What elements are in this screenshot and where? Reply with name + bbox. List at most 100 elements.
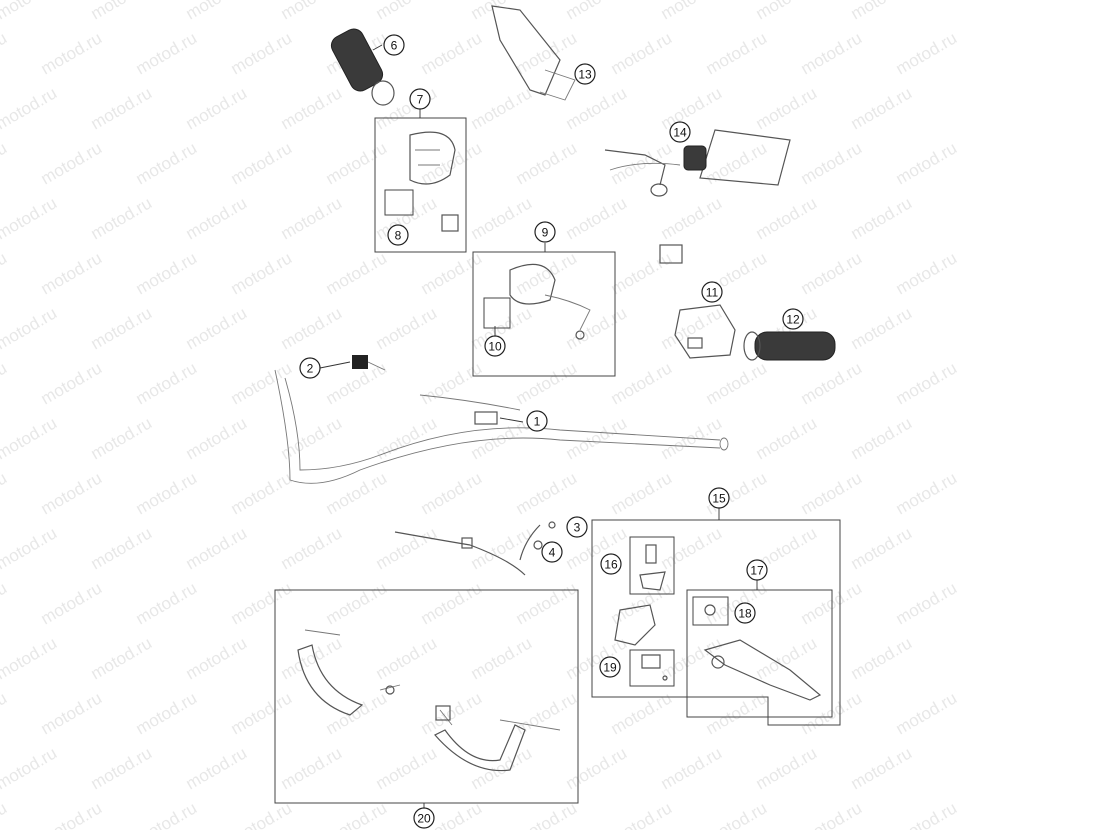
watermark-text: motod.ru xyxy=(658,633,726,683)
watermark-text: motod.ru xyxy=(88,523,156,573)
watermark-text: motod.ru xyxy=(88,413,156,463)
part-grip-left[interactable] xyxy=(328,26,395,106)
callout-6[interactable]: 6 xyxy=(383,34,405,56)
callout-15[interactable]: 15 xyxy=(708,487,730,509)
callout-13[interactable]: 13 xyxy=(574,63,596,85)
watermark-text: motod.ru xyxy=(323,688,391,738)
watermark-text: motod.ru xyxy=(323,138,391,188)
part-throttle-housing[interactable] xyxy=(674,304,736,359)
callout-label: 8 xyxy=(395,229,402,243)
watermark-text: motod.ru xyxy=(848,413,916,463)
watermark-text: motod.ru xyxy=(228,28,296,78)
watermark-text: motod.ru xyxy=(0,633,60,683)
watermark-text: motod.ru xyxy=(278,743,346,793)
callout-circle xyxy=(599,656,621,678)
watermark-text: motod.ru xyxy=(848,193,916,243)
watermark-text: motod.ru xyxy=(893,248,961,298)
watermark-text: motod.ru xyxy=(418,28,486,78)
callout-9[interactable]: 9 xyxy=(534,221,556,243)
part-bolts[interactable] xyxy=(639,544,666,591)
watermark-text: motod.ru xyxy=(38,578,106,628)
box-handguards xyxy=(274,589,579,804)
watermark-text: motod.ru xyxy=(468,0,536,23)
part-small-hardware[interactable] xyxy=(641,654,668,681)
watermark-text: motod.ru xyxy=(468,83,536,133)
watermark-text: motod.ru xyxy=(373,413,441,463)
watermark-text: motod.ru xyxy=(0,138,10,188)
watermark-text: motod.ru xyxy=(753,83,821,133)
part-handlebar[interactable] xyxy=(274,369,729,484)
watermark-text: motod.ru xyxy=(0,743,60,793)
part-cable[interactable] xyxy=(394,521,556,576)
callout-4[interactable]: 4 xyxy=(541,541,563,563)
callout-14[interactable]: 14 xyxy=(669,121,691,143)
callout-7[interactable]: 7 xyxy=(409,88,431,110)
watermark-text: motod.ru xyxy=(183,0,251,23)
callout-19[interactable]: 19 xyxy=(599,656,621,678)
callout-label: 12 xyxy=(786,313,800,327)
watermark-text: motod.ru xyxy=(228,578,296,628)
callout-8[interactable]: 8 xyxy=(387,224,409,246)
watermark-text: motod.ru xyxy=(38,798,106,830)
part-mirror-right[interactable] xyxy=(604,129,791,197)
callout-circle xyxy=(669,121,691,143)
callout-circle xyxy=(541,541,563,563)
callout-17[interactable]: 17 xyxy=(746,559,768,581)
watermark-text: motod.ru xyxy=(893,688,961,738)
watermark-text: motod.ru xyxy=(468,193,536,243)
part-handguard-right[interactable] xyxy=(434,705,561,772)
part-connector[interactable] xyxy=(659,244,683,264)
callout-11[interactable]: 11 xyxy=(701,281,723,303)
callout-18[interactable]: 18 xyxy=(734,602,756,624)
watermark-text: motod.ru xyxy=(228,468,296,518)
part-handguard-left[interactable] xyxy=(297,629,401,716)
callout-2[interactable]: 2 xyxy=(299,357,321,379)
callout-circle xyxy=(566,516,588,538)
watermark-text: motod.ru xyxy=(38,688,106,738)
part-bar-end[interactable] xyxy=(352,355,386,371)
watermark-text: motod.ru xyxy=(798,688,866,738)
watermark-text: motod.ru xyxy=(0,358,10,408)
watermark-text: motod.ru xyxy=(373,303,441,353)
callout-circle xyxy=(701,281,723,303)
box-lever-assembly xyxy=(591,519,841,726)
callout-label: 3 xyxy=(574,521,581,535)
watermark-text: motod.ru xyxy=(563,413,631,463)
watermark-text: motod.ru xyxy=(183,743,251,793)
part-switch-left[interactable] xyxy=(384,131,459,232)
watermark-text: motod.ru xyxy=(278,303,346,353)
watermark-text: motod.ru xyxy=(703,688,771,738)
part-clutch-lever[interactable] xyxy=(703,604,822,701)
callout-3[interactable]: 3 xyxy=(566,516,588,538)
part-mirror-upper[interactable] xyxy=(491,5,576,101)
callout-12[interactable]: 12 xyxy=(782,308,804,330)
watermark-text: motod.ru xyxy=(373,0,441,23)
watermark-text: motod.ru xyxy=(893,28,961,78)
part-grip-right[interactable] xyxy=(743,331,836,361)
callout-label: 11 xyxy=(706,286,719,300)
watermark-text: motod.ru xyxy=(88,0,156,23)
callout-16[interactable]: 16 xyxy=(600,553,622,575)
watermark-text: motod.ru xyxy=(563,303,631,353)
callout-label: 6 xyxy=(391,39,398,53)
watermark-text: motod.ru xyxy=(608,798,676,830)
watermark-text: motod.ru xyxy=(133,138,201,188)
watermark-text: motod.ru xyxy=(0,83,60,133)
callout-10[interactable]: 10 xyxy=(484,335,506,357)
watermark-text: motod.ru xyxy=(0,523,60,573)
watermark-text: motod.ru xyxy=(278,633,346,683)
callout-20[interactable]: 20 xyxy=(413,807,435,829)
watermark-text: motod.ru xyxy=(183,633,251,683)
watermark-text: motod.ru xyxy=(323,468,391,518)
part-lever-mount[interactable] xyxy=(614,604,656,646)
watermark-text: motod.ru xyxy=(88,303,156,353)
watermark-text: motod.ru xyxy=(608,468,676,518)
callout-1[interactable]: 1 xyxy=(526,410,548,432)
part-switch-right[interactable] xyxy=(483,263,591,340)
watermark-text: motod.ru xyxy=(88,633,156,683)
watermark-text: motod.ru xyxy=(133,358,201,408)
watermark-text: motod.ru xyxy=(753,193,821,243)
watermark-text: motod.ru xyxy=(658,523,726,573)
